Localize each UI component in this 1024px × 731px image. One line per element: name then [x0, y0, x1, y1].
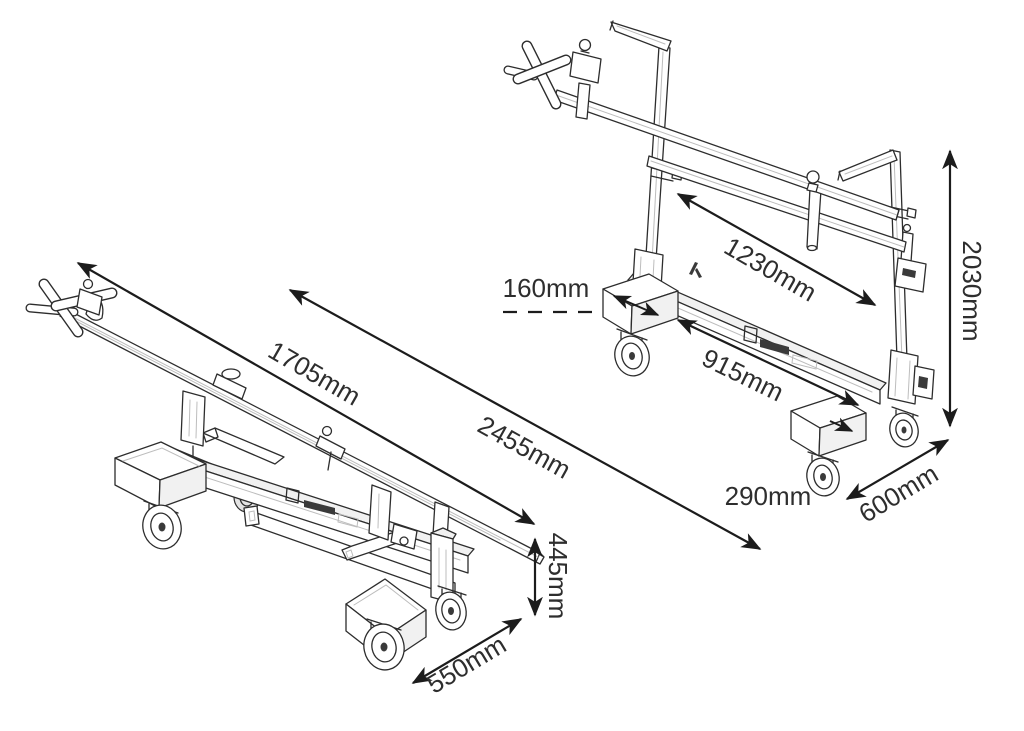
dim-label-width: 550mm [421, 629, 511, 699]
dim-label-front-extension: 290mm [725, 481, 812, 511]
clamp-pin-cap [806, 244, 818, 252]
post-sleeve [887, 349, 935, 405]
clamp-pin [806, 187, 822, 250]
cross-handle [25, 278, 118, 338]
dim-label-top-rail-span: 1230mm [719, 231, 822, 308]
caster-wheel [806, 451, 840, 497]
dim-label-caster-offset: 160mm [503, 273, 590, 303]
dim-label-overall-length: 2455mm [473, 409, 576, 484]
caster-wheel [363, 618, 405, 671]
caster-wheel [889, 406, 919, 448]
dim-arrow-base-span [676, 319, 860, 406]
dim-label-rail-length: 1705mm [263, 335, 366, 412]
dim-arrow-top-rail-span [676, 193, 877, 306]
folded-cart-drawing [25, 278, 545, 671]
upright-post-right [837, 149, 927, 391]
dim-label-height: 445mm [543, 533, 573, 620]
dim-arrow-width [411, 618, 523, 684]
caster-wheel [614, 328, 650, 377]
top-rail [553, 89, 900, 221]
dim-arrow-overall-length [288, 289, 762, 550]
dim-label-overall-height: 2030mm [957, 240, 987, 341]
dimension-lines [76, 149, 958, 684]
clamp-knob [806, 170, 820, 193]
cross-handle [503, 38, 602, 120]
upright-cart-drawing [503, 20, 935, 497]
cart-rail [59, 307, 545, 565]
outrigger-foot [790, 395, 867, 457]
dim-arrow-base-depth [845, 439, 950, 500]
outrigger-foot [602, 273, 679, 335]
caster-wheel [142, 500, 182, 550]
